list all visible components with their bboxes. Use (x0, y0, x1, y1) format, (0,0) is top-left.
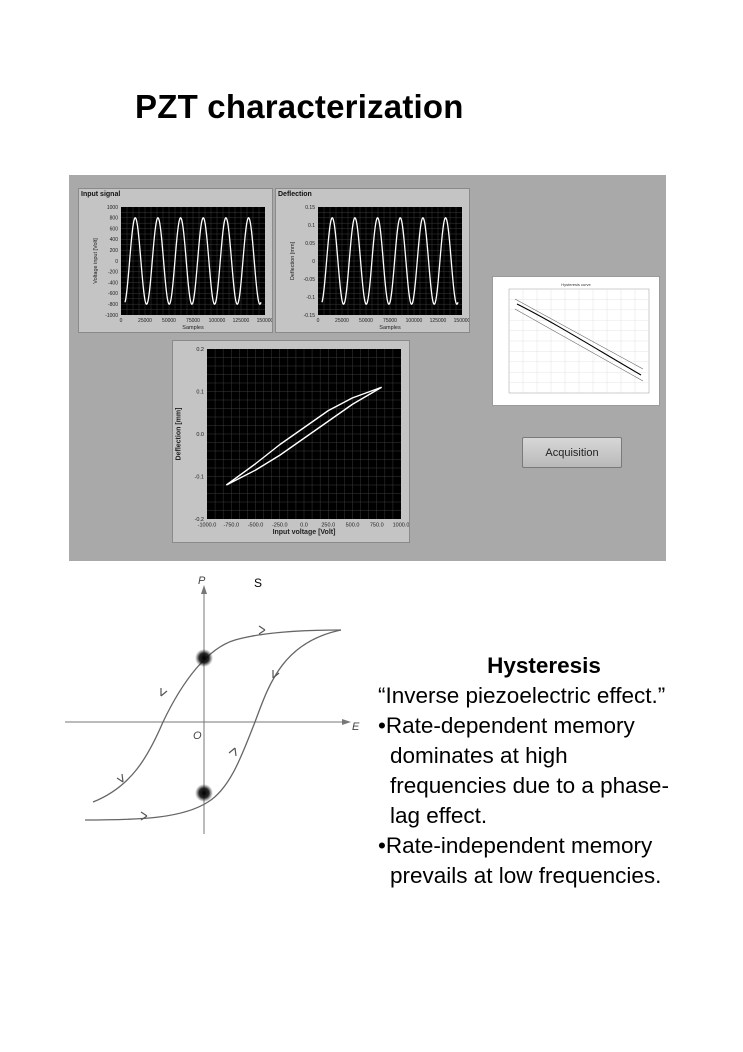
loop-plot: 0.2 0.1 0.0 -0.1 -0.2-1000.0 -750.0 -500.0 -250… (172, 340, 410, 543)
y-tick-label: -800 (108, 302, 118, 308)
y-tick-label: 1000 (107, 205, 118, 211)
loop-chart: 0.2 0.1 0.0 -0.1 -0.2-1000.0 -750.0 -500.0 -250… (176, 347, 409, 536)
y-tick-label: 200 (110, 248, 119, 254)
e-axis-label: E (352, 721, 360, 733)
page-title: PZT characterization (135, 88, 464, 125)
hysteresis-diagram: P E O (65, 575, 360, 834)
remanence-dot-lower (195, 784, 213, 802)
y-tick-label: 0.1 (196, 389, 204, 395)
x-tick-label: 100000 (406, 318, 423, 324)
arrow-top-icon (258, 625, 266, 635)
upper-branch (92, 629, 342, 803)
y-tick-label: 0.15 (305, 205, 315, 211)
p-axis-arrow-icon (201, 585, 207, 594)
hysteresis-heading: Hysteresis (487, 653, 601, 678)
y-tick-label: 0 (115, 259, 118, 265)
thumbnail-lower-band (514, 308, 644, 382)
x-tick-label: 25000 (138, 318, 152, 324)
x-tick-label: 500.0 (346, 523, 360, 529)
x-tick-label: 25000 (335, 318, 349, 324)
y-tick-label: -0.1 (306, 295, 315, 301)
x-axis-label: Samples (379, 325, 401, 331)
y-tick-label: 0.0 (196, 432, 204, 438)
x-tick-label: -1000.0 (198, 523, 217, 529)
y-tick-label: -1000 (105, 313, 118, 319)
x-axis-label: Input voltage [Volt] (273, 529, 336, 536)
s-label: S (254, 576, 263, 590)
arrow-upper-left-icon (160, 688, 168, 697)
y-tick-label: 0.2 (196, 347, 204, 353)
e-axis-arrow-icon (342, 719, 351, 725)
signal-series-line (321, 217, 459, 305)
x-tick-label: -250.0 (272, 523, 288, 529)
arrow-right-up-icon (272, 670, 280, 679)
p-axis-label: P (198, 575, 206, 587)
input-signal-plot: Input signal 1000 800 600 400 200 0 -200 -400 -6… (78, 188, 273, 333)
hysteresis-line1: “Inverse piezoelectric effect.” (378, 683, 666, 708)
bullet-2-line2: prevails at low frequencies. (390, 863, 662, 888)
x-tick-label: 150000 (257, 318, 272, 324)
arrow-left-down-icon (116, 773, 124, 783)
deflection-label: Deflection (278, 191, 312, 198)
y-tick-label: 800 (110, 216, 119, 222)
y-tick-label: -200 (108, 270, 118, 276)
signal-series-line (124, 217, 262, 305)
loop-series-line (226, 386, 382, 486)
thumbnail-chart: Hysteresis curve (508, 282, 650, 394)
arrow-bottom-icon (140, 811, 148, 821)
hysteresis-thumbnail: Hysteresis curve (492, 276, 660, 406)
x-tick-label: -500.0 (248, 523, 264, 529)
x-tick-label: 0.0 (300, 523, 308, 529)
hysteresis-text: Hysteresis “Inverse piezoelectric effect… (378, 651, 718, 891)
x-tick-label: 75000 (383, 318, 397, 324)
arrow-lower-right-icon (228, 747, 237, 757)
y-tick-label: -0.2 (195, 517, 204, 523)
x-tick-label: 50000 (359, 318, 373, 324)
x-tick-label: 1000.0 (393, 523, 409, 529)
y-tick-label: -0.05 (304, 277, 316, 283)
x-tick-label: 750.0 (370, 523, 384, 529)
y-axis-label: Deflection [mm] (290, 241, 296, 280)
y-tick-label: -0.15 (304, 313, 316, 319)
x-tick-label: 50000 (162, 318, 176, 324)
y-tick-label: 400 (110, 237, 119, 243)
x-tick-label: 0 (317, 318, 320, 324)
x-tick-label: 250.0 (321, 523, 335, 529)
x-tick-label: 125000 (430, 318, 447, 324)
lower-branch (84, 629, 342, 821)
x-tick-label: 0 (120, 318, 123, 324)
origin-label: O (193, 730, 202, 742)
loop-series-line (225, 386, 382, 486)
x-axis-label: Samples (182, 325, 204, 331)
x-tick-label: 100000 (209, 318, 226, 324)
input-signal-label: Input signal (81, 191, 121, 198)
y-tick-label: -400 (108, 280, 118, 286)
thumbnail-title: Hysteresis curve (561, 282, 591, 287)
y-tick-label: 0 (312, 259, 315, 265)
y-tick-label: 0.05 (305, 241, 315, 247)
y-tick-label: 0.1 (308, 223, 315, 229)
y-tick-label: -600 (108, 291, 118, 297)
thumbnail-upper-band (514, 298, 644, 370)
x-tick-label: 75000 (186, 318, 200, 324)
acquisition-button[interactable]: Acquisition (522, 437, 622, 468)
bullet-1-line1: •Rate-dependent memory (378, 713, 635, 738)
y-axis-label: Deflection [mm] (176, 408, 183, 461)
y-tick-label: -0.1 (195, 474, 204, 480)
bullet-1-line2: dominates at high (390, 743, 568, 768)
bullet-1-line4: lag effect. (390, 803, 488, 828)
bullet-1-line3: frequencies due to a phase- (390, 773, 669, 798)
x-tick-label: 125000 (233, 318, 250, 324)
remanence-dot-upper (195, 649, 213, 667)
bullet-2-line1: •Rate-independent memory (378, 833, 653, 858)
y-axis-label: Voltage input [Volt] (93, 238, 99, 284)
x-tick-label: 150000 (454, 318, 469, 324)
thumbnail-center-line (516, 303, 642, 376)
x-tick-label: -750.0 (223, 523, 239, 529)
y-tick-label: 600 (110, 226, 119, 232)
